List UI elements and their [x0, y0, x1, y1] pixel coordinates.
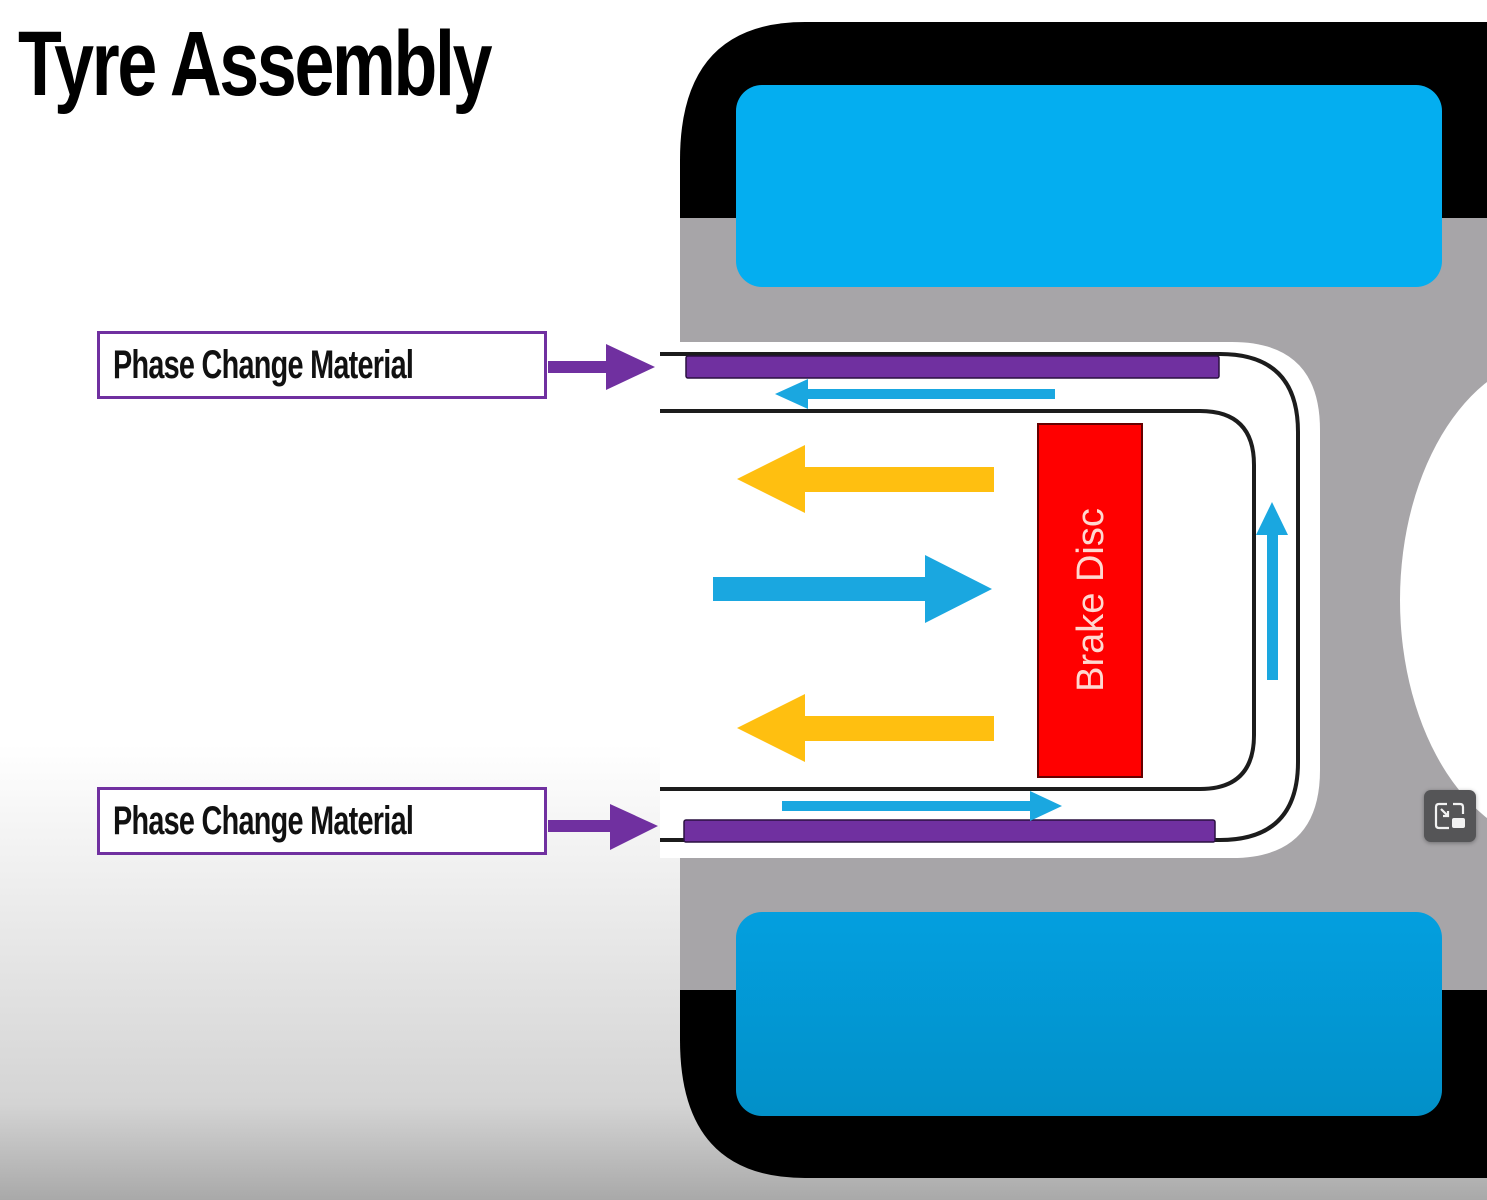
hub: [1400, 382, 1487, 818]
pcm-strip-top: [685, 355, 1220, 379]
coolant-arrow-bottom: [782, 791, 1062, 821]
pcm-label-bottom: Phase Change Material: [97, 787, 547, 855]
pcm-label-top: Phase Change Material: [97, 331, 547, 399]
coolant-arrow-center: [713, 555, 992, 623]
pcm-top-pointer-arrow: [548, 344, 655, 390]
coolant-arrow-right: [1256, 502, 1288, 680]
tyre-chamber-bottom: [736, 912, 1442, 1116]
diagram-title: Tyre Assembly: [18, 13, 492, 115]
tyre-chamber-top: [736, 85, 1442, 287]
heat-arrow-lower: [737, 694, 994, 762]
inner-channel-line: [660, 409, 1256, 791]
brake-disc: [1037, 423, 1143, 778]
picture-in-picture-button[interactable]: [1424, 790, 1476, 842]
heat-arrow-upper: [737, 445, 994, 513]
pcm-label-top-text: Phase Change Material: [112, 342, 414, 387]
picture-in-picture-exit-icon: [1434, 802, 1465, 830]
pcm-strip-bottom: [683, 819, 1216, 843]
outer-channel-line: [660, 352, 1300, 842]
pcm-bottom-pointer-arrow: [548, 804, 658, 850]
brake-disc-label: Brake Disc: [1070, 508, 1112, 692]
coolant-arrow-top: [775, 379, 1055, 409]
pcm-label-bottom-text: Phase Change Material: [112, 798, 414, 843]
